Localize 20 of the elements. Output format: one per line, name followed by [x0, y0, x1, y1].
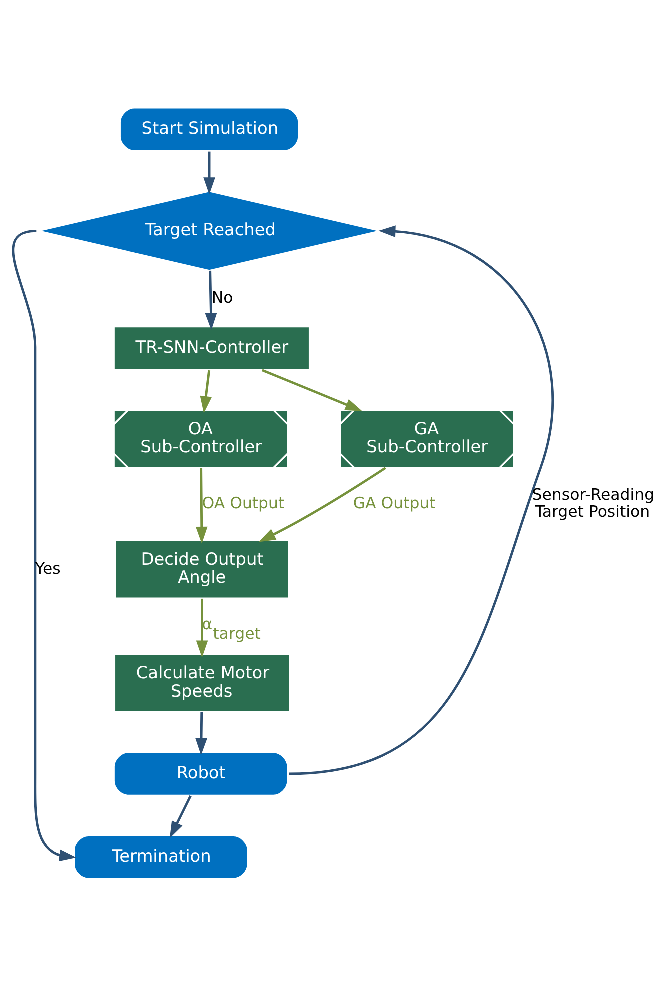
arrow: [205, 270, 218, 330]
node-box: Termination: [73, 834, 250, 880]
arrow: [289, 225, 554, 775]
arrow: [200, 370, 212, 413]
arrow: [262, 368, 362, 411]
edge-label: No: [212, 287, 234, 306]
node-box: Decide Output Angle: [114, 539, 290, 600]
arrow: [204, 151, 216, 194]
edge-label: GA Output: [353, 492, 436, 512]
arrow: [258, 466, 386, 542]
node-box: Start Simulation: [119, 106, 300, 152]
arrow: [12, 229, 77, 862]
node-box: TR-SNN-Controller: [113, 325, 311, 371]
node-box: Calculate Motor Speeds: [114, 652, 291, 713]
node-box: Robot: [113, 750, 290, 796]
arrow: [196, 468, 208, 544]
arrow: [196, 712, 208, 755]
arrow: [170, 795, 192, 838]
edge-label: OA Output: [202, 492, 285, 512]
edge-label: Sensor-Reading Target Position: [532, 484, 655, 520]
